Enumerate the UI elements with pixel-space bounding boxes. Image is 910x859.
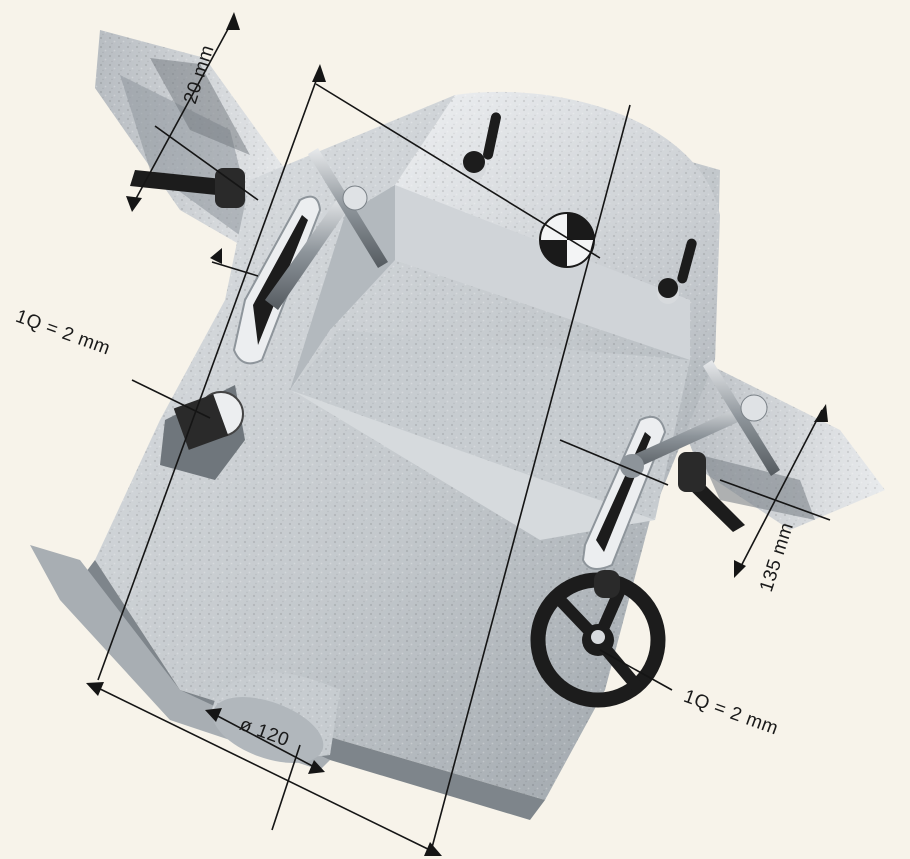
dim-tick-upper xyxy=(211,261,259,277)
centerline-main xyxy=(429,104,631,856)
dimension-lines xyxy=(91,17,831,856)
guard-bolt-right xyxy=(657,238,697,304)
spindle-center-mark xyxy=(539,212,595,268)
dim-line-base xyxy=(91,684,437,854)
leader-left xyxy=(131,379,211,419)
dimension-arrowheads xyxy=(86,12,828,856)
hand-wheel xyxy=(530,570,666,708)
centerline-left xyxy=(97,69,321,681)
right-clamp-lever xyxy=(678,452,745,532)
dim-line-20mm-ext xyxy=(154,125,259,201)
left-clamp-lever xyxy=(130,168,245,208)
dim-line-135mm xyxy=(737,409,823,573)
dim-line-135mm-ext xyxy=(719,479,831,521)
centerline-short xyxy=(271,744,301,831)
right-t-handle xyxy=(620,360,780,478)
leader-right xyxy=(599,649,673,691)
spindle-boss xyxy=(210,672,340,763)
dim-line-20mm xyxy=(131,17,235,207)
dim-line-120 xyxy=(209,711,321,771)
left-t-handle xyxy=(265,148,388,310)
dim-line-top xyxy=(315,83,601,259)
ref-line-right xyxy=(559,439,669,486)
guard-bolt-upper xyxy=(462,112,501,180)
